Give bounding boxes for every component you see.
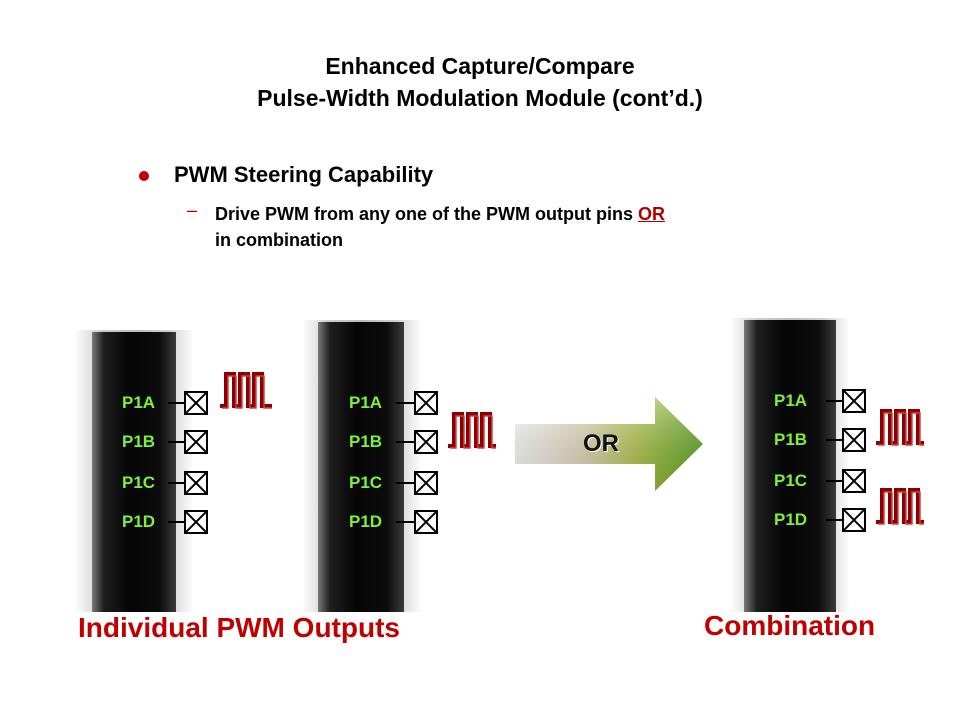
slide-title: Enhanced Capture/Compare Pulse-Width Mod… [0,50,960,114]
title-line-1: Enhanced Capture/Compare [325,53,635,79]
bullet-dot-icon [139,171,149,181]
sub-bullet-text-after: in combination [215,230,343,250]
chip-3-pin-label-p1a: P1A [774,391,808,410]
pin-box-icon [184,430,208,454]
caption-combination: Combination [704,610,876,641]
chip-2-lead [396,521,414,523]
chip-3-pin-label-p1b: P1B [774,430,808,449]
or-arrow-label: OR [583,430,619,457]
chip-3-pin-label-p1d: P1D [774,510,808,529]
pin-box-icon [184,391,208,415]
chip-1-pin-label-p1a: P1A [122,393,156,412]
pin-box-icon [414,430,438,454]
chip-3-lead [826,519,844,521]
sub-bullet-dash: – [187,200,198,220]
sub-bullet-or: OR [638,204,665,224]
chip-3 [744,320,836,612]
sub-bullet-text-before: Drive PWM from any one of the PWM output… [215,204,638,224]
chip-2-pin-label-p1d: P1D [349,512,383,531]
pwm-pulse-icon [448,412,496,449]
chip-1-pin-label-p1b: P1B [122,432,156,451]
chip-3-lead [826,480,844,482]
chip-3-pin-label-p1c: P1C [774,471,808,490]
chip-2-lead [396,441,414,443]
chip-2-pin-label-p1b: P1B [349,432,383,451]
pin-box-icon [414,510,438,534]
bullet-text: PWM Steering Capability [174,162,434,187]
chip-1-lead [168,482,186,484]
chip-1-lead [168,441,186,443]
chip-3-lead [826,400,844,402]
title-line-2: Pulse-Width Modulation Module (cont’d.) [257,85,703,111]
sub-bullet-text: Drive PWM from any one of the PWM output… [215,201,835,253]
pin-box-icon [414,391,438,415]
chip-1-pin-label-p1c: P1C [122,473,156,492]
chip-2-pin-label-p1c: P1C [349,473,383,492]
pin-box-icon [842,428,866,452]
chip-1-lead [168,402,186,404]
pin-box-icon [842,389,866,413]
pin-box-icon [184,510,208,534]
pin-box-icon [184,471,208,495]
chip-2-pin-label-p1a: P1A [349,393,383,412]
chip-3-lead [826,439,844,441]
caption-individual: Individual PWM Outputs [78,612,400,643]
chip-1 [92,332,176,612]
chip-2-lead [396,402,414,404]
pin-box-icon [842,508,866,532]
pin-box-icon [842,469,866,493]
chip-1-lead [168,521,186,523]
pwm-pulse-icon [220,372,272,409]
chip-2-lead [396,482,414,484]
pwm-pulse-icon [876,409,924,446]
or-arrow-icon [515,397,703,491]
chip-1-pin-label-p1d: P1D [122,512,156,531]
pin-box-icon [414,471,438,495]
chip-2 [318,322,404,612]
pwm-pulse-icon [876,488,924,525]
